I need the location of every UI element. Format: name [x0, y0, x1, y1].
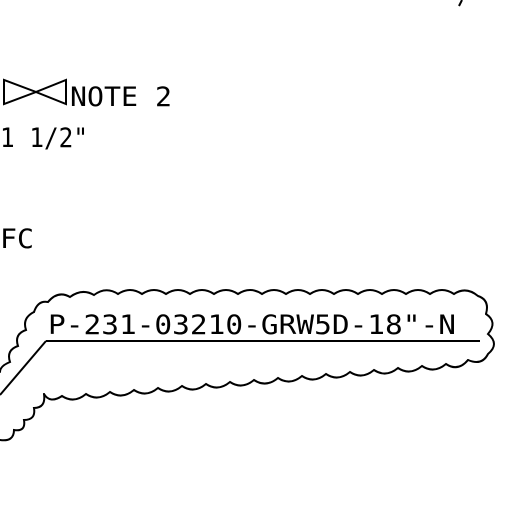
- revision-cloud-icon: [0, 289, 495, 442]
- valve-note-label: NOTE 2: [70, 82, 172, 113]
- gate-valve-symbol-icon: [3, 78, 67, 106]
- line-number-label: P-231-03210-GRW5D-18"-N: [48, 310, 456, 341]
- fail-position-label: FC: [0, 224, 34, 255]
- leader-line: [0, 340, 47, 396]
- edge-tick-mark: [458, 0, 463, 7]
- valve-size-label: 1 1/2": [0, 123, 88, 154]
